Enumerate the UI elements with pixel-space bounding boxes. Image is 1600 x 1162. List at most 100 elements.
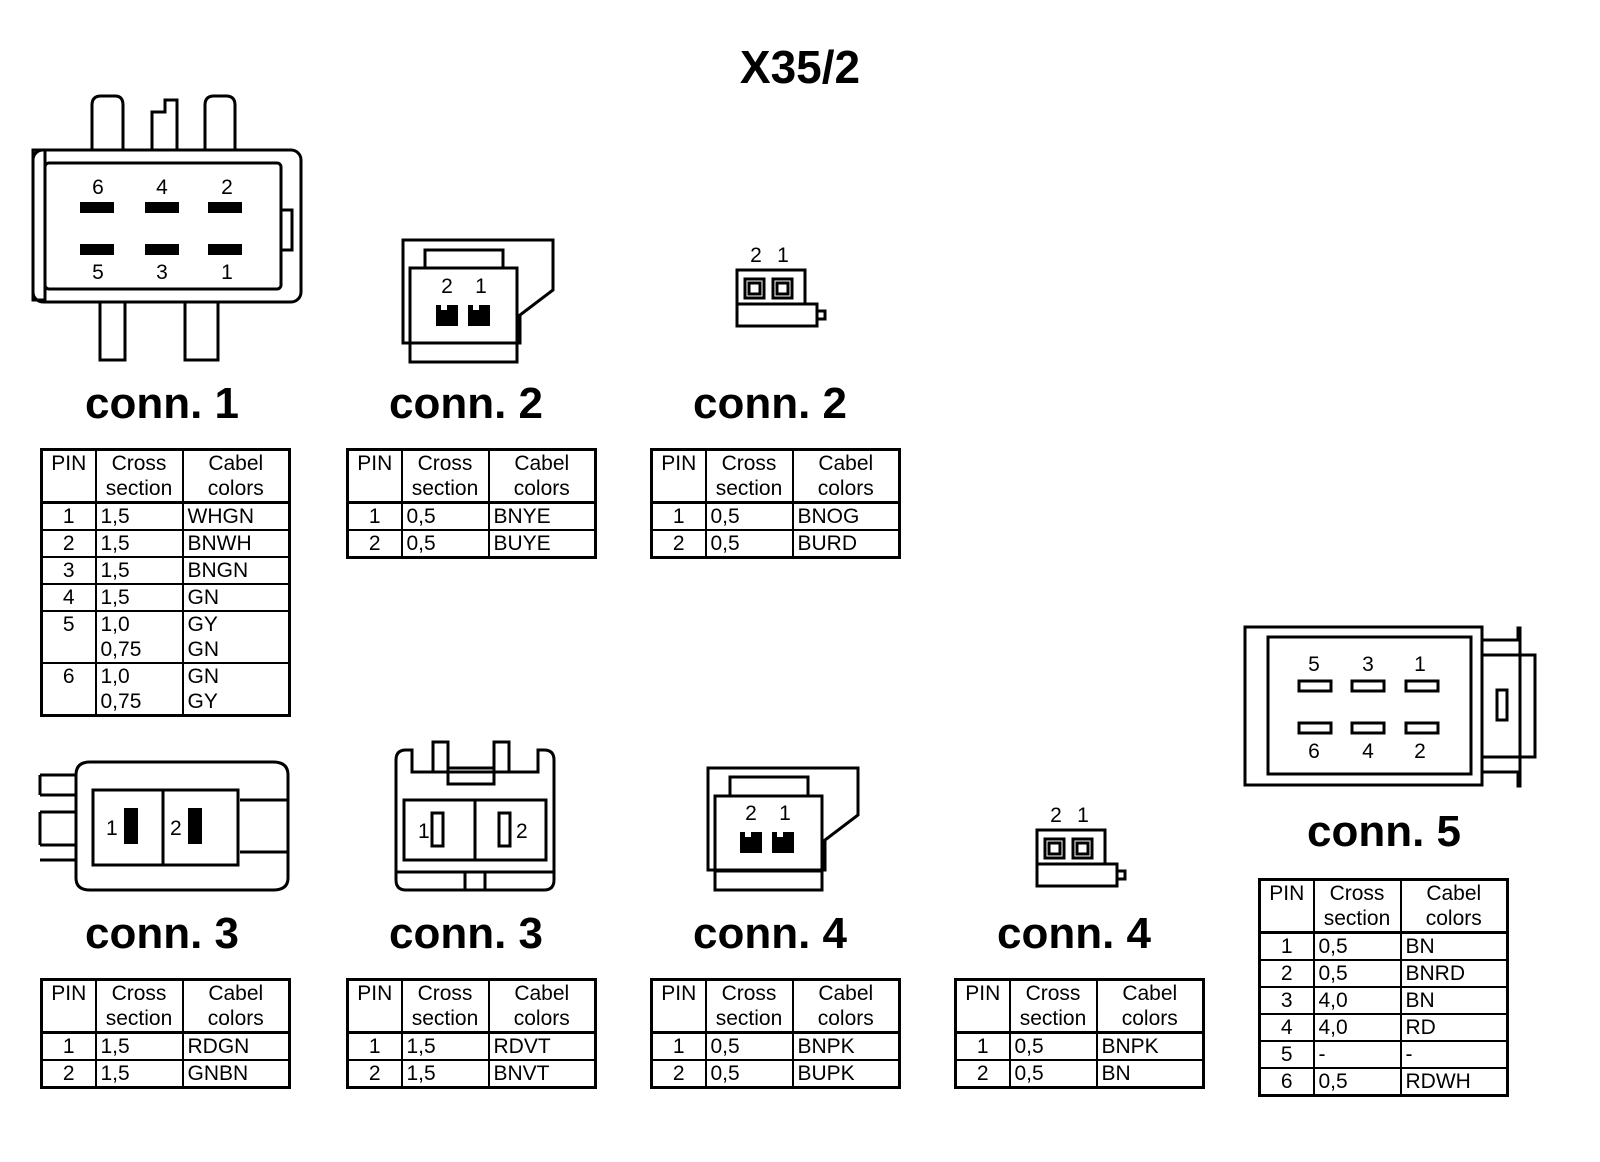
cable-color: - xyxy=(1399,1040,1509,1069)
cable-color: RD xyxy=(1399,1013,1509,1042)
connector-label: conn. 2 xyxy=(388,379,544,428)
pin-number: 2 xyxy=(40,529,97,558)
connector-5-drawing: 5 3 1 6 4 2 xyxy=(1243,625,1537,788)
pin-number: 5 xyxy=(40,610,97,664)
header-pin: PIN xyxy=(650,978,707,1034)
pin-number: 1 xyxy=(40,501,97,531)
cable-color: RDGN xyxy=(181,1031,291,1061)
header-cross-section: Cross section xyxy=(704,448,794,504)
pin-label: 1 xyxy=(777,244,789,267)
cross-section: 0,5 xyxy=(704,1031,794,1061)
pin-number: 2 xyxy=(650,1059,707,1089)
pin-label: 1 xyxy=(106,817,118,840)
header-pin: PIN xyxy=(1258,878,1315,934)
cross-section: 1,0 0,75 xyxy=(94,662,184,717)
cross-section: 1,5 xyxy=(400,1059,490,1089)
header-cabel-colors: Cabel colors xyxy=(487,448,597,504)
cable-color: BURD xyxy=(791,529,901,559)
pin-label: 5 xyxy=(1308,653,1320,676)
header-pin: PIN xyxy=(954,978,1011,1034)
cable-color: WHGN xyxy=(181,501,291,531)
pin-label: 2 xyxy=(221,176,233,199)
connector-label: conn. 3 xyxy=(84,909,240,958)
connector-label: conn. 4 xyxy=(692,909,848,958)
pin-number: 4 xyxy=(40,583,97,612)
pin-number: 1 xyxy=(1258,931,1315,961)
connector-3b-drawing: 1 2 xyxy=(394,740,556,892)
cable-color: RDWH xyxy=(1399,1067,1509,1097)
cable-color: GN xyxy=(181,583,291,612)
header-pin: PIN xyxy=(40,448,97,504)
connector-4b-drawing: 2 1 xyxy=(1035,804,1127,888)
cross-section: 4,0 xyxy=(1312,1013,1402,1042)
pin-number: 2 xyxy=(346,1059,403,1089)
header-pin: PIN xyxy=(346,978,403,1034)
pin-number: 1 xyxy=(650,501,707,531)
pin-number: 2 xyxy=(650,529,707,559)
connector-label: conn. 4 xyxy=(996,909,1152,958)
pin-label: 3 xyxy=(156,261,168,284)
header-cabel-colors: Cabel colors xyxy=(487,978,597,1034)
header-cabel-colors: Cabel colors xyxy=(1399,878,1509,934)
pin-number: 2 xyxy=(346,529,403,559)
pin-label: 1 xyxy=(1077,804,1089,827)
pin-label: 2 xyxy=(170,817,182,840)
header-pin: PIN xyxy=(650,448,707,504)
cross-section: 1,5 xyxy=(94,556,184,585)
cross-section: 4,0 xyxy=(1312,986,1402,1015)
header-cross-section: Cross section xyxy=(1312,878,1402,934)
pin-number: 2 xyxy=(40,1059,97,1089)
cable-color: RDVT xyxy=(487,1031,597,1061)
pin-label: 4 xyxy=(1362,740,1374,763)
table-row: 5-- xyxy=(1258,1040,1509,1069)
cable-color: GNBN xyxy=(181,1059,291,1089)
connector-3a-drawing: 1 2 xyxy=(38,760,290,892)
diagram-title: X35/2 xyxy=(739,41,861,93)
cable-color: BNWH xyxy=(181,529,291,558)
cross-section: 0,5 xyxy=(1008,1031,1098,1061)
cross-section: 0,5 xyxy=(704,501,794,531)
cable-color: BN xyxy=(1399,931,1509,961)
cable-color: BN xyxy=(1095,1059,1205,1089)
cable-color: BNYE xyxy=(487,501,597,531)
cable-color: GN GY xyxy=(181,662,291,717)
cross-section: 1,5 xyxy=(94,583,184,612)
pin-label: 6 xyxy=(1308,740,1320,763)
cable-color: BNRD xyxy=(1399,959,1509,988)
header-cross-section: Cross section xyxy=(704,978,794,1034)
cable-color: GY GN xyxy=(181,610,291,664)
pin-number: 1 xyxy=(346,501,403,531)
pin-label: 2 xyxy=(441,275,453,298)
cable-color: BNPK xyxy=(1095,1031,1205,1061)
cross-section: 1,5 xyxy=(94,501,184,531)
cable-color: BNGN xyxy=(181,556,291,585)
pin-label: 3 xyxy=(1362,653,1374,676)
pin-label: 2 xyxy=(745,802,757,825)
pin-number: 5 xyxy=(1258,1040,1315,1069)
pin-number: 6 xyxy=(1258,1067,1315,1097)
cable-color: BNPK xyxy=(791,1031,901,1061)
